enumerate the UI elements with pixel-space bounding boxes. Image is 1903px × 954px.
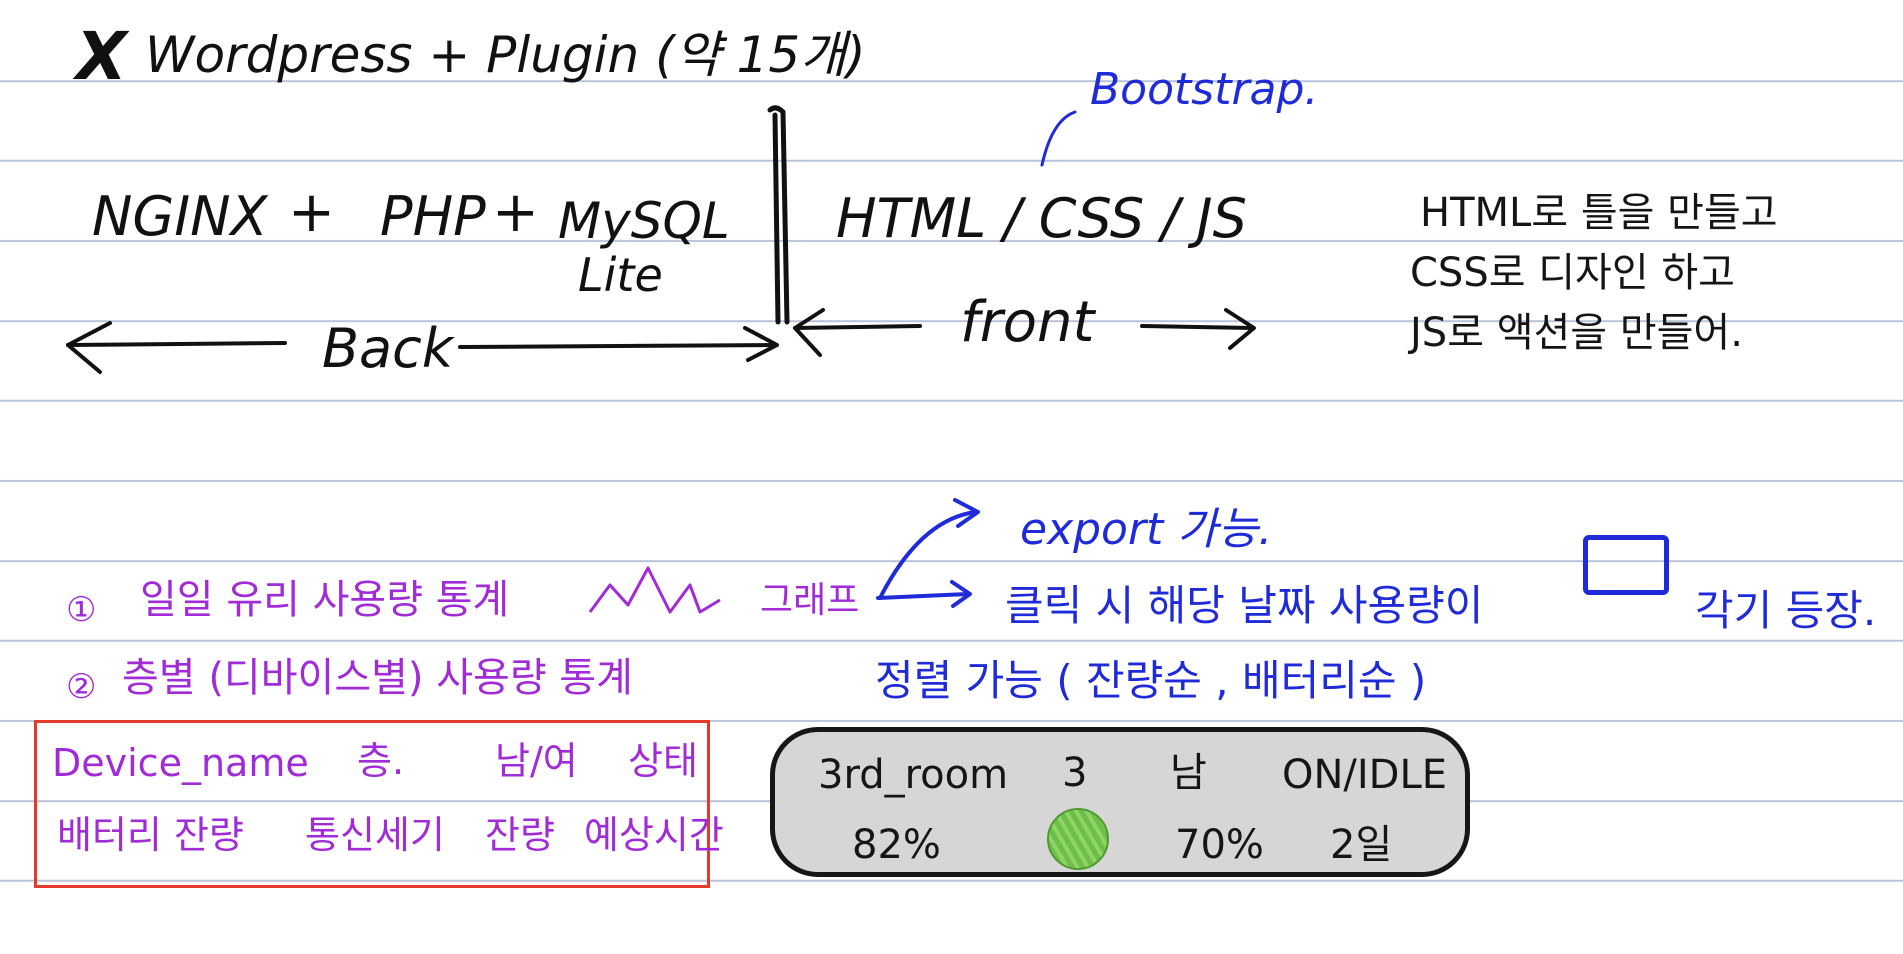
page-title: Wordpress + Plugin (약 15개) — [145, 26, 866, 84]
bootstrap-pointer — [1040, 110, 1077, 167]
example-device-name: 3rd_room — [818, 752, 1009, 798]
example-floor: 3 — [1062, 750, 1088, 796]
field-remaining: 잔량 — [485, 813, 555, 857]
branch-arrows — [876, 498, 980, 608]
back-front-divider — [767, 105, 790, 325]
front-label: front — [960, 290, 1095, 355]
item-2-label: 층별 (디바이스별) 사용량 통계 — [122, 655, 633, 701]
php-label: PHP — [380, 185, 486, 248]
example-eta: 2일 — [1330, 822, 1393, 868]
item-2-number: ② — [66, 667, 97, 707]
mysql-label: MySQL — [558, 192, 730, 250]
click-note: 클릭 시 해당 날짜 사용량이 — [1005, 581, 1484, 630]
back-label: Back — [322, 317, 454, 380]
note-line-js: JS로 액션을 만들어. — [1410, 310, 1743, 356]
field-device-name: Device_name — [52, 741, 309, 785]
example-remaining: 70% — [1175, 822, 1264, 868]
frontend-stack-label: HTML / CSS / JS — [836, 187, 1247, 250]
nginx-label: NGINX — [92, 185, 268, 248]
card-appear-note: 각기 등장. — [1695, 586, 1877, 635]
field-status: 상태 — [628, 739, 698, 783]
popup-card-sketch — [1583, 535, 1669, 595]
back-arrow — [66, 321, 779, 374]
example-status: ON/IDLE — [1282, 752, 1448, 798]
field-eta: 예상시간 — [584, 813, 724, 857]
item-1-label: 일일 유리 사용량 통계 — [140, 577, 510, 623]
field-signal: 통신세기 — [305, 813, 445, 857]
device-card-example[interactable] — [770, 727, 1470, 877]
field-gender: 남/여 — [495, 739, 578, 783]
graph-zigzag-icon — [588, 566, 721, 614]
item-1-graph-label: 그래프 — [760, 580, 860, 621]
example-battery: 82% — [852, 822, 941, 868]
bootstrap-annotation: Bootstrap. — [1090, 64, 1319, 115]
note-line-css: CSS로 디자인 하고 — [1410, 250, 1735, 296]
signal-strength-icon — [1047, 808, 1109, 870]
item-1-number: ① — [66, 590, 97, 630]
example-gender: 남 — [1170, 750, 1207, 796]
sort-note: 정렬 가능 ( 잔량순 , 배터리순 ) — [875, 656, 1427, 705]
mysql-lite-label: Lite — [578, 248, 663, 302]
field-floor: 층. — [357, 739, 405, 783]
note-line-html: HTML로 틀을 만들고 — [1420, 190, 1778, 236]
front-arrow — [793, 308, 1256, 357]
plus-sign-2: + — [492, 180, 539, 245]
export-note: export 가능. — [1020, 504, 1273, 555]
field-battery: 배터리 잔량 — [57, 813, 244, 857]
device-fields-box — [34, 720, 710, 888]
plus-sign-1: + — [288, 180, 335, 245]
title-mark: X — [76, 18, 127, 95]
